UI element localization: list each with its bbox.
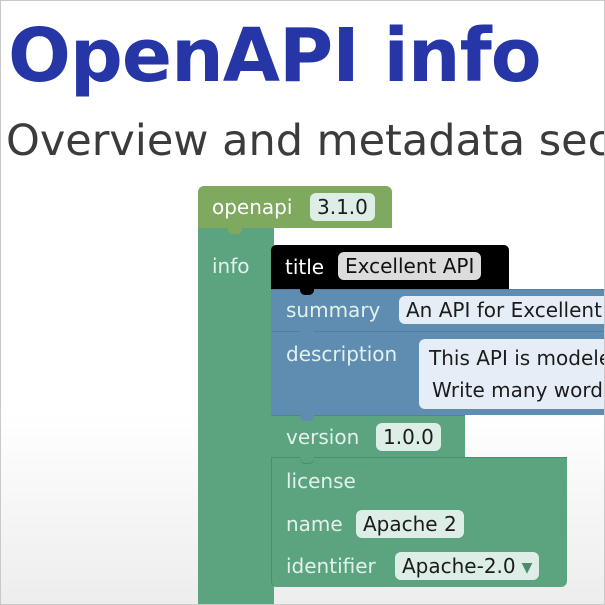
license-identifier-label: identifier [286,554,376,578]
description-line-2: Write many words [432,378,605,402]
version-field[interactable]: 1.0.0 [376,423,441,451]
openapi-notch [228,228,242,234]
description-field[interactable]: This API is modeled Write many words [419,339,605,409]
version-label: version [286,425,360,449]
title-block[interactable]: title Excellent API [271,245,509,289]
license-block[interactable]: license name Apache 2 identifier Apache-… [271,457,567,587]
license-name-field[interactable]: Apache 2 [356,510,464,538]
description-block[interactable]: description This API is modeled Write ma… [271,331,605,415]
info-label: info [212,254,250,278]
title-field[interactable]: Excellent API [338,252,482,280]
page-title: OpenAPI info [8,13,542,99]
summary-label: summary [286,298,381,322]
license-label: license [286,469,356,493]
title-notch [300,289,314,295]
license-name-label: name [286,512,343,536]
page-subtitle: Overview and metadata sect [6,116,605,166]
description-line-1: This API is modeled [429,346,605,370]
openapi-label: openapi [212,195,293,219]
version-block[interactable]: version 1.0.0 [271,415,465,457]
summary-field[interactable]: An API for Excellent [399,296,605,324]
info-block[interactable]: info [198,228,274,605]
openapi-version-field[interactable]: 3.1.0 [310,193,375,221]
license-identifier-dropdown[interactable]: Apache-2.0 ▼ [395,552,540,580]
description-label: description [286,342,398,366]
license-identifier-value: Apache-2.0 [402,554,516,578]
dropdown-arrow-icon: ▼ [521,560,533,576]
summary-notch [300,331,314,337]
title-label: title [285,255,325,279]
openapi-block[interactable]: openapi 3.1.0 [198,186,392,228]
description-notch [300,415,314,421]
summary-block[interactable]: summary An API for Excellent [271,289,605,331]
version-notch [300,457,314,463]
